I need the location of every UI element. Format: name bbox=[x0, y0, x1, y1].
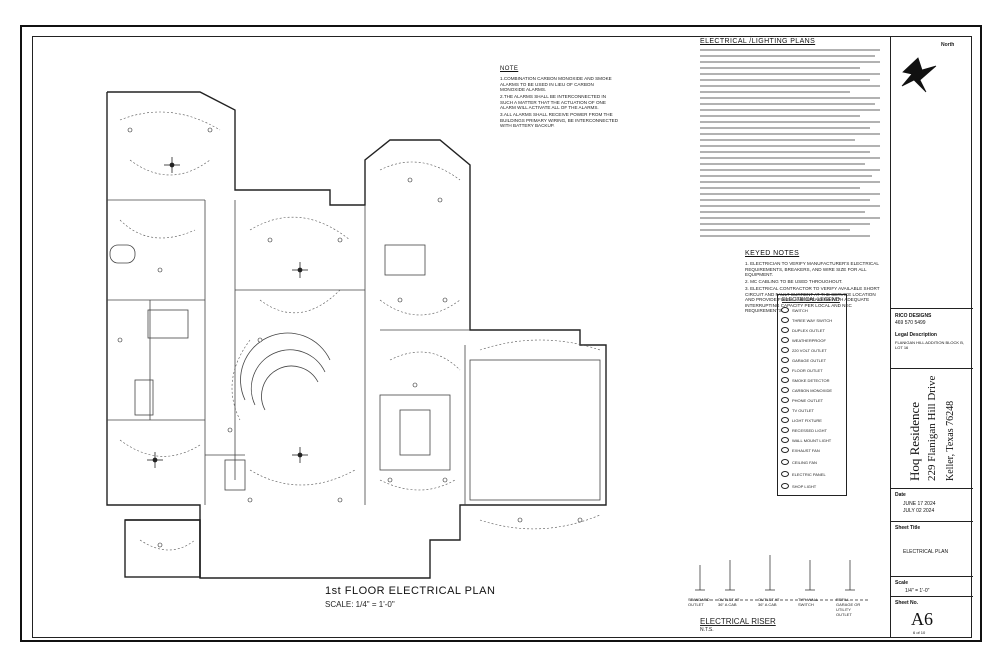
legend-row: RECESSED LIGHT bbox=[781, 427, 843, 433]
project-name: Hoq Residence bbox=[907, 401, 922, 481]
light-fixture-icon bbox=[781, 417, 789, 423]
three-way-switch-icon bbox=[781, 317, 789, 323]
carbon-monoxide-icon bbox=[781, 387, 789, 393]
scale-value: 1/4" = 1'-0" bbox=[905, 588, 930, 594]
title-block: North RICO DESIGNS 469 570 5499 Legal De… bbox=[890, 36, 973, 638]
drawing-border bbox=[32, 36, 972, 638]
riser-title: ELECTRICAL RISER bbox=[700, 617, 776, 626]
sheet-of: 6 of 10 bbox=[913, 630, 926, 635]
north-label: North bbox=[941, 42, 955, 48]
riser-label: OUTLET AT 36" A CAB bbox=[758, 597, 780, 607]
legal-label: Legal Description bbox=[895, 332, 937, 338]
sheet-number: A6 bbox=[911, 609, 933, 629]
date-1: JUNE 17 2024 bbox=[903, 501, 936, 507]
legend-row: 220 VOLT OUTLET bbox=[781, 347, 843, 353]
tv-outlet-icon bbox=[781, 407, 789, 413]
legend-row: CEILING FAN bbox=[781, 459, 843, 465]
scale-label: Scale bbox=[895, 580, 909, 586]
ceiling-fan-icon bbox=[781, 459, 789, 465]
floor-outlet-icon bbox=[781, 367, 789, 373]
plan-title: 1st FLOOR ELECTRICAL PLAN bbox=[325, 585, 496, 597]
legend-row: SHOP LIGHT bbox=[781, 483, 843, 489]
sheet-title-cell: Sheet Title ELECTRICAL PLAN bbox=[891, 521, 973, 576]
recessed-light-icon bbox=[781, 427, 789, 433]
wall-light-icon bbox=[781, 437, 789, 443]
firm-phone: 469 570 5499 bbox=[895, 320, 926, 326]
note-heading: NOTE bbox=[500, 66, 519, 72]
legend-heading: ELECTRICAL LEGEND bbox=[782, 297, 840, 303]
electric-panel-icon bbox=[781, 471, 789, 477]
drawing-sheet bbox=[20, 25, 982, 642]
legend-row: SMOKE DETECTOR bbox=[781, 377, 843, 383]
legal-description: FLANIGAN HILL ADDITION BLOCK B, LOT 16 bbox=[895, 340, 964, 350]
firm-name: RICO DESIGNS bbox=[895, 313, 932, 319]
project-city: Keller, Texas 76248 bbox=[945, 400, 956, 481]
exhaust-fan-icon bbox=[781, 447, 789, 453]
legend-row: EXHAUST FAN bbox=[781, 447, 843, 453]
plan-scale: SCALE: 1/4" = 1'-0" bbox=[325, 600, 395, 609]
smoke-detector-icon bbox=[781, 377, 789, 383]
firm-cell: RICO DESIGNS 469 570 5499 Legal Descript… bbox=[891, 308, 973, 368]
legend-row: WALL MOUNT LIGHT bbox=[781, 437, 843, 443]
sheet-no-label: Sheet No. bbox=[895, 600, 919, 606]
legend-row: LIGHT FIXTURE bbox=[781, 417, 843, 423]
note-item: 3.ALL ALARMS SHALL RECEIVE POWER FROM TH… bbox=[500, 112, 619, 129]
keyed-notes-heading: KEYED NOTES bbox=[745, 250, 800, 257]
weatherproof-icon bbox=[781, 337, 789, 343]
garage-outlet-icon bbox=[781, 357, 789, 363]
sheet-no-cell: Sheet No. A6 6 of 10 bbox=[891, 596, 973, 638]
sheet-title: ELECTRICAL PLAN bbox=[903, 549, 949, 555]
project-address: 229 Flanigan Hill Drive bbox=[926, 375, 938, 481]
riser-scale: N.T.S. bbox=[700, 627, 714, 633]
keyed-note: 2. MC CABLING TO BE USED THROUGHOUT. bbox=[745, 279, 843, 284]
riser-label: TYP. WALL SWITCH bbox=[798, 597, 819, 607]
date-label: Date bbox=[895, 492, 906, 498]
legend-row: CARBON MONOXIDE bbox=[781, 387, 843, 393]
keyed-note: 1. ELECTRICIAN TO VERIFY MANUFACTURER'S … bbox=[745, 261, 879, 278]
note-item: 2.THE ALARMS SHALL BE INTERCONNECTED IN … bbox=[500, 94, 607, 111]
phone-outlet-icon bbox=[781, 397, 789, 403]
shop-light-icon bbox=[781, 483, 789, 489]
legend-row: DUPLEX OUTLET bbox=[781, 327, 843, 333]
scale-cell: Scale 1/4" = 1'-0" bbox=[891, 576, 973, 596]
legend-row: ELECTRIC PANEL bbox=[781, 471, 843, 477]
legend-row: FLOOR OUTLET bbox=[781, 367, 843, 373]
note-item: 1.COMBINATION CARBON MONOXIDE AND SMOKE … bbox=[500, 76, 612, 93]
electrical-legend: ELECTRICAL LEGEND SWITCH THREE WAY SWITC… bbox=[777, 294, 847, 496]
lighting-plans-heading: ELECTRICAL /LIGHTING PLANS bbox=[700, 38, 816, 45]
legend-row: WEATHERPROOF bbox=[781, 337, 843, 343]
legend-row: GARAGE OUTLET bbox=[781, 357, 843, 363]
riser-label: OUTLET AT 36" A CAB bbox=[718, 597, 740, 607]
legend-row: TV OUTLET bbox=[781, 407, 843, 413]
legend-row: THREE WAY SWITCH bbox=[781, 317, 843, 323]
legend-row: PHONE OUTLET bbox=[781, 397, 843, 403]
switch-icon bbox=[781, 307, 789, 313]
date-2: JULY 02 2024 bbox=[903, 508, 935, 514]
duplex-outlet-icon bbox=[781, 327, 789, 333]
riser-label: REFILL GARAGE OR UTILITY OUTLET bbox=[836, 597, 861, 617]
220v-outlet-icon bbox=[781, 347, 789, 353]
legend-row: SWITCH bbox=[781, 307, 843, 313]
date-cell: Date JUNE 17 2024 JULY 02 2024 bbox=[891, 488, 973, 521]
riser-label: STANDARD OUTLET bbox=[688, 597, 710, 607]
sheet-title-label: Sheet Title bbox=[895, 525, 921, 531]
project-cell: Hoq Residence 229 Flanigan Hill Drive Ke… bbox=[891, 368, 973, 488]
